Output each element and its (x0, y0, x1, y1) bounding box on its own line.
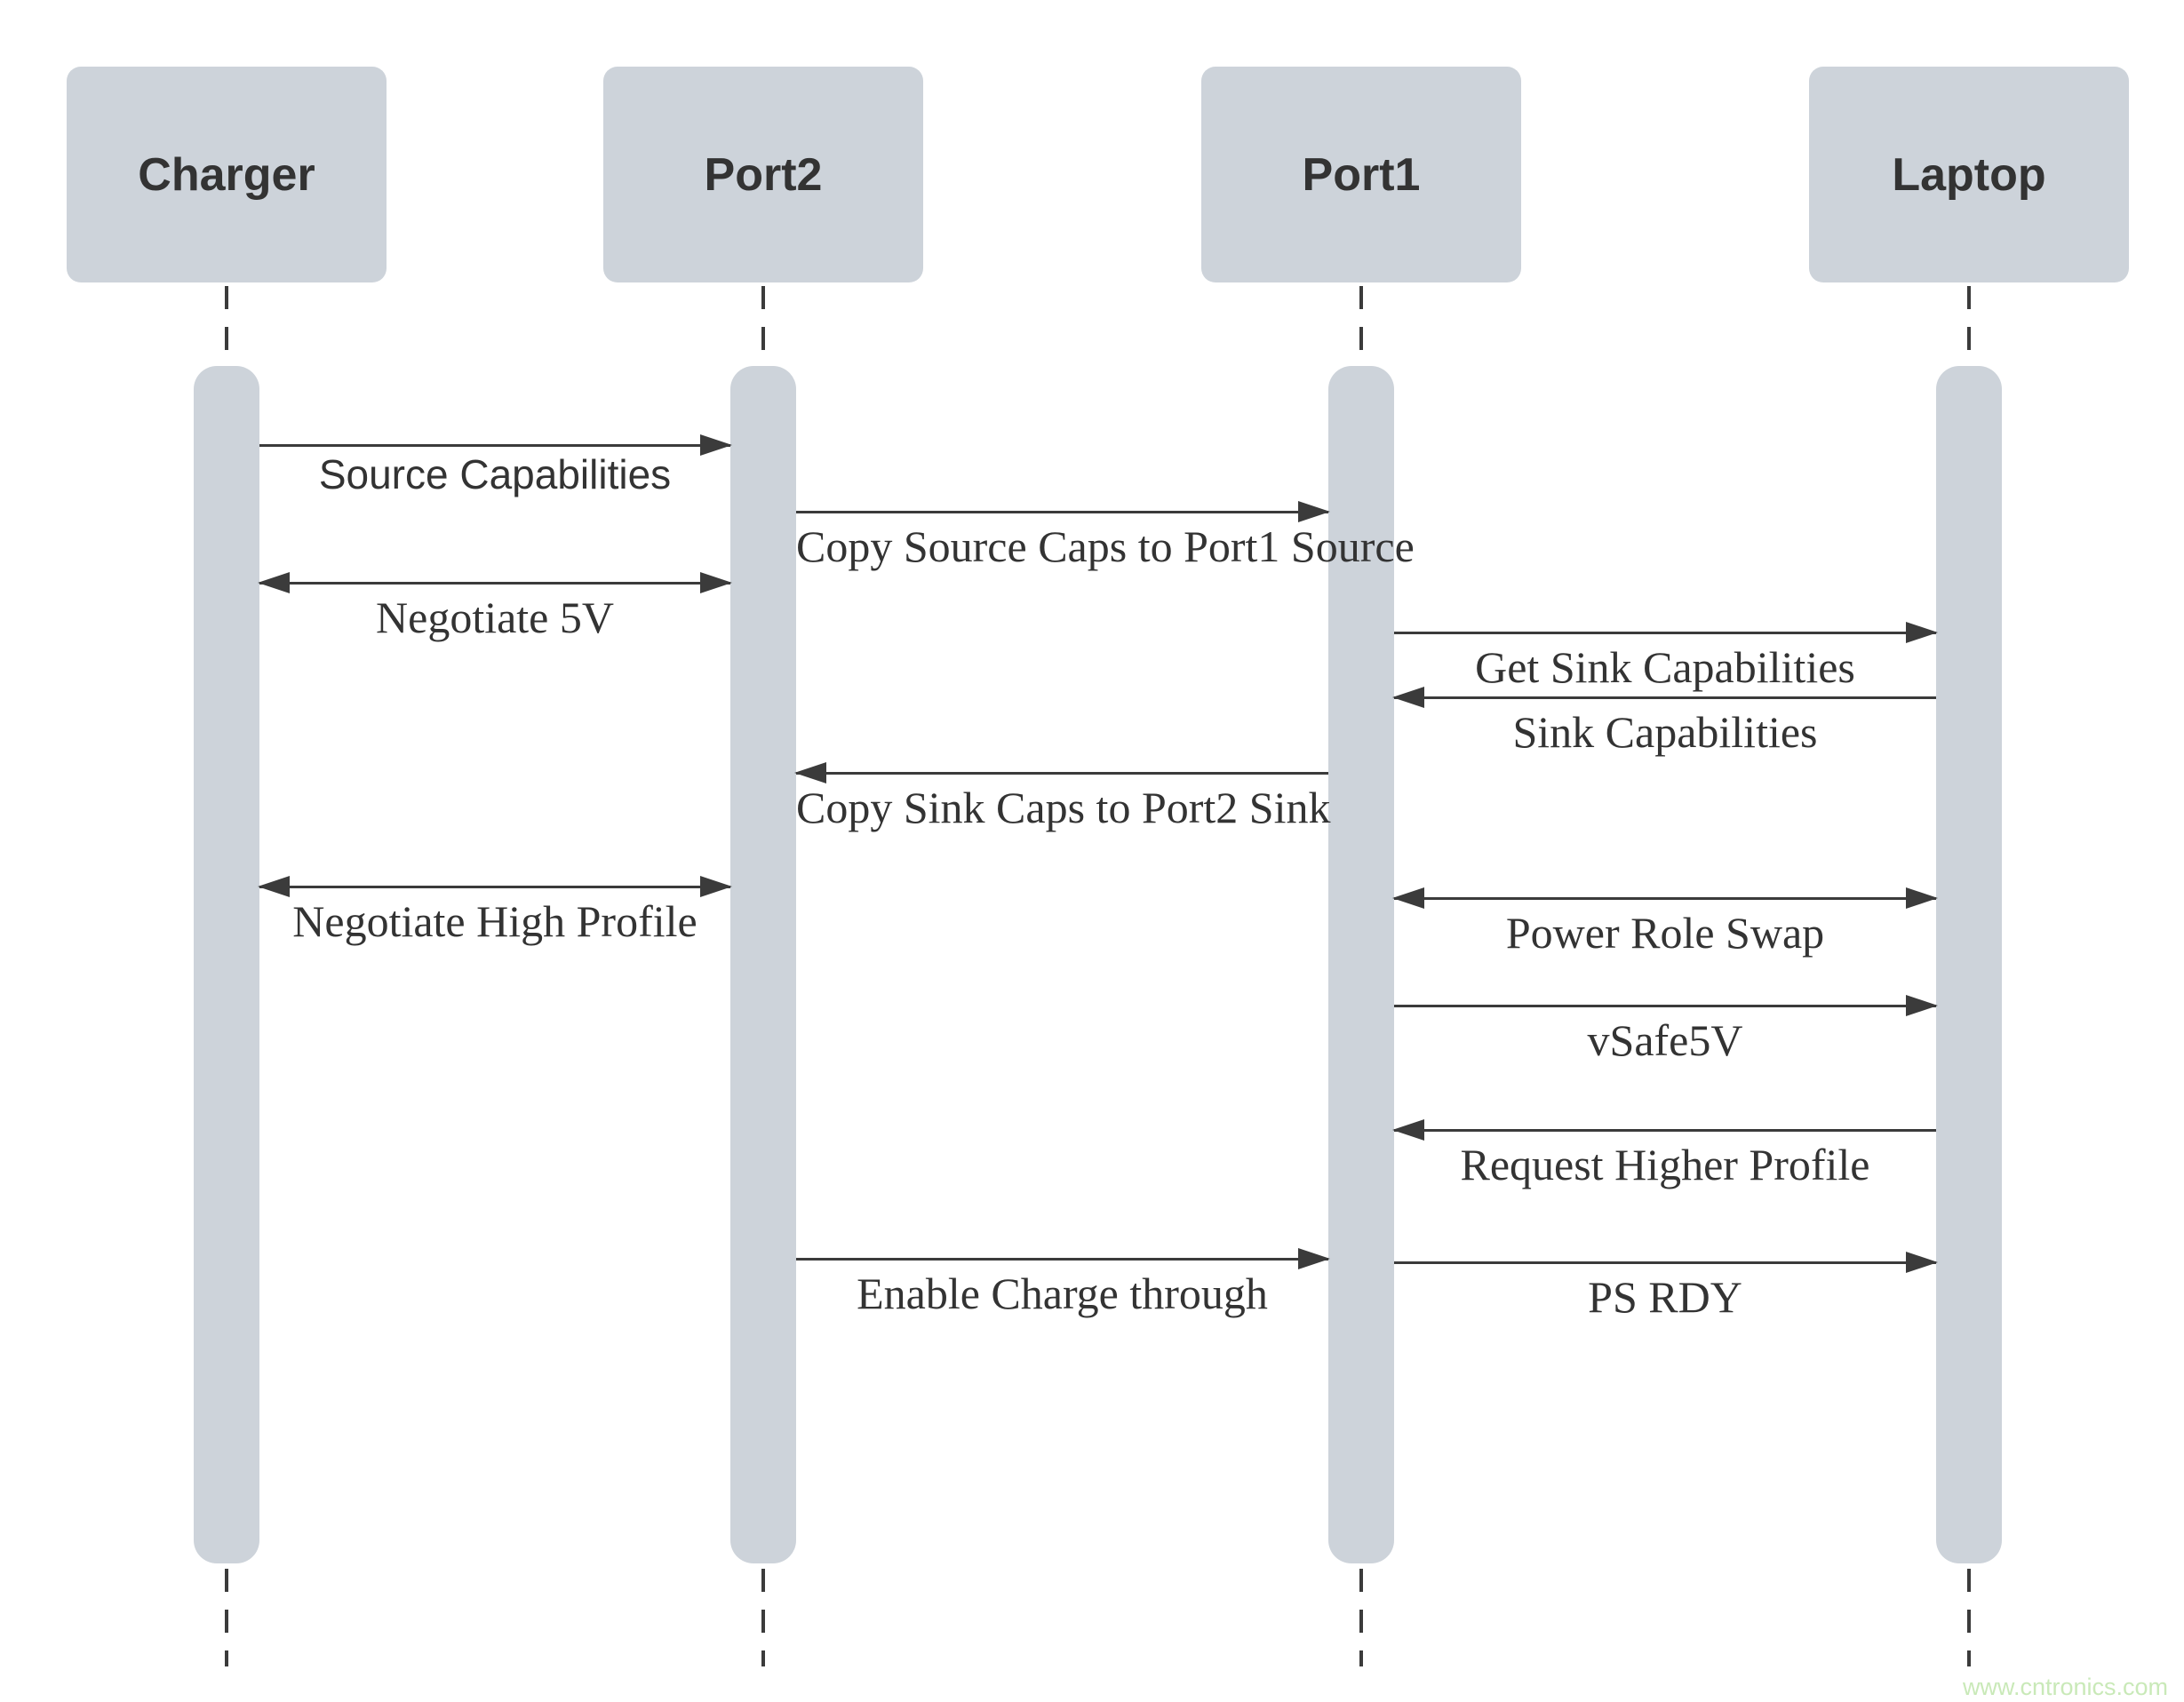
actor-box-port1: Port1 (1201, 67, 1521, 282)
arrowhead-right-icon (1298, 1248, 1330, 1269)
watermark: www.cntronics.com (1962, 1674, 2168, 1700)
actor-label-port2: Port2 (704, 148, 823, 201)
message-negotiate-high-profile: Negotiate High Profile (258, 876, 732, 946)
lifeline-charger-bottom (225, 1569, 228, 1666)
actor-label-charger: Charger (138, 148, 315, 201)
message-copy-source-caps: Copy Source Caps to Port1 Source (796, 501, 1415, 571)
arrowhead-right-icon (1906, 622, 1938, 643)
message-line (1394, 1261, 1936, 1264)
message-line (259, 444, 730, 447)
arrowhead-right-icon (1906, 995, 1938, 1016)
message-source-capabilities: Source Capabilities (259, 434, 732, 497)
actor-label-laptop: Laptop (1892, 148, 2046, 201)
message-line (796, 772, 1328, 775)
arrowhead-right-icon (1298, 501, 1330, 522)
lifeline-port2-bottom (761, 1569, 765, 1666)
message-line (1394, 696, 1936, 699)
arrowhead-left-icon (1392, 887, 1424, 909)
message-line (1394, 1129, 1936, 1132)
lifeline-laptop-top (1967, 286, 1971, 364)
arrowhead-right-icon (700, 572, 732, 593)
arrowhead-right-icon (700, 434, 732, 456)
message-line (259, 886, 730, 888)
arrowhead-left-icon (258, 876, 290, 897)
lifeline-port2-top (761, 286, 765, 364)
message-label: Power Role Swap (1505, 908, 1825, 958)
message-label: PS RDY (1588, 1272, 1742, 1322)
message-copy-sink-caps: Copy Sink Caps to Port2 Sink (794, 762, 1331, 832)
message-vsafe5v: vSafe5V (1394, 995, 1938, 1065)
message-label: Sink Capabilities (1512, 707, 1818, 757)
arrowhead-right-icon (700, 876, 732, 897)
message-ps-rdy: PS RDY (1394, 1252, 1938, 1322)
actor-box-port2: Port2 (603, 67, 923, 282)
message-line (1394, 632, 1936, 634)
message-power-role-swap: Power Role Swap (1392, 887, 1938, 958)
message-request-higher-profile: Request Higher Profile (1392, 1119, 1936, 1189)
activation-bar-port1 (1328, 366, 1394, 1563)
arrowhead-right-icon (1906, 1252, 1938, 1273)
arrowhead-right-icon (1906, 887, 1938, 909)
activation-bar-charger (194, 366, 259, 1563)
arrowhead-left-icon (258, 572, 290, 593)
message-label: Source Capabilities (318, 451, 672, 497)
message-enable-charge-through: Enable Charge through (796, 1248, 1330, 1318)
message-sink-capabilities: Sink Capabilities (1392, 687, 1936, 757)
actor-box-laptop: Laptop (1809, 67, 2129, 282)
message-negotiate-5v: Negotiate 5V (258, 572, 732, 642)
message-label: Copy Source Caps to Port1 Source (796, 521, 1415, 571)
message-line (796, 1258, 1328, 1261)
message-label: Request Higher Profile (1460, 1140, 1870, 1189)
activation-bar-port2 (730, 366, 796, 1563)
message-label: Enable Charge through (857, 1269, 1268, 1318)
lifeline-port1-bottom (1359, 1569, 1363, 1666)
actor-label-port1: Port1 (1302, 148, 1421, 201)
message-line (259, 582, 730, 585)
message-line (796, 511, 1328, 513)
message-line (1394, 897, 1936, 900)
message-label: Negotiate 5V (376, 593, 614, 642)
message-label: Get Sink Capabilities (1475, 642, 1855, 692)
arrowhead-left-icon (1392, 687, 1424, 708)
lifeline-charger-top (225, 286, 228, 364)
lifeline-laptop-bottom (1967, 1569, 1971, 1666)
arrowhead-left-icon (1392, 1119, 1424, 1141)
message-label: Negotiate High Profile (292, 896, 697, 946)
message-label: vSafe5V (1587, 1015, 1743, 1065)
message-line (1394, 1005, 1936, 1007)
lifeline-port1-top (1359, 286, 1363, 364)
arrowhead-left-icon (794, 762, 826, 783)
actor-box-charger: Charger (67, 67, 387, 282)
message-get-sink-capabilities: Get Sink Capabilities (1394, 622, 1938, 692)
activation-bar-laptop (1936, 366, 2002, 1563)
message-label: Copy Sink Caps to Port2 Sink (796, 783, 1331, 832)
